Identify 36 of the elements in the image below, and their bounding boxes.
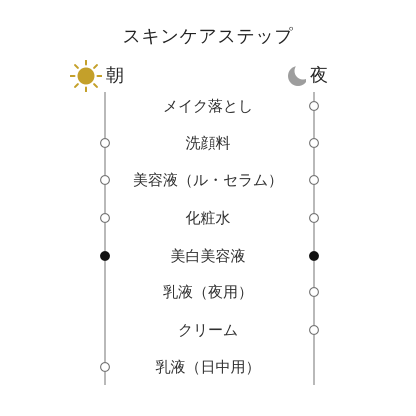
timeline-line	[104, 148, 106, 175]
step-circle	[100, 138, 110, 148]
title: スキンケアステップ	[122, 25, 294, 49]
step-label: メイク落とし	[163, 96, 253, 116]
timeline-line	[313, 261, 315, 287]
timeline-line	[313, 148, 315, 175]
step-label: クリーム	[178, 320, 238, 340]
timeline-line	[313, 335, 315, 385]
step-label: 美容液（ル・セラム）	[133, 170, 283, 190]
step-label: 乳液（日中用）	[156, 357, 260, 377]
step-label: 洗顔料	[186, 133, 230, 153]
timeline-line	[104, 372, 106, 385]
step-circle	[100, 175, 110, 185]
timeline-line	[104, 92, 106, 138]
timeline-line	[313, 111, 315, 138]
step-circle	[100, 362, 110, 372]
timeline-line	[313, 297, 315, 325]
step-circle	[309, 325, 319, 335]
step-label: 美白美容液	[170, 246, 246, 266]
step-dot	[100, 251, 110, 261]
timeline-line	[104, 185, 106, 213]
step-label: 乳液（夜用）	[163, 282, 253, 302]
step-circle	[309, 287, 319, 297]
column-heading: 夜	[310, 65, 328, 87]
step-label: 化粧水	[186, 208, 230, 228]
timeline-line	[313, 185, 315, 213]
step-circle	[100, 213, 110, 223]
step-circle	[309, 175, 319, 185]
step-circle	[309, 101, 319, 111]
timeline-line	[104, 223, 106, 251]
timeline-line	[104, 261, 106, 362]
step-circle	[309, 138, 319, 148]
column-heading: 朝	[106, 65, 124, 87]
step-circle	[309, 213, 319, 223]
timeline-line	[313, 223, 315, 251]
step-dot	[309, 251, 319, 261]
